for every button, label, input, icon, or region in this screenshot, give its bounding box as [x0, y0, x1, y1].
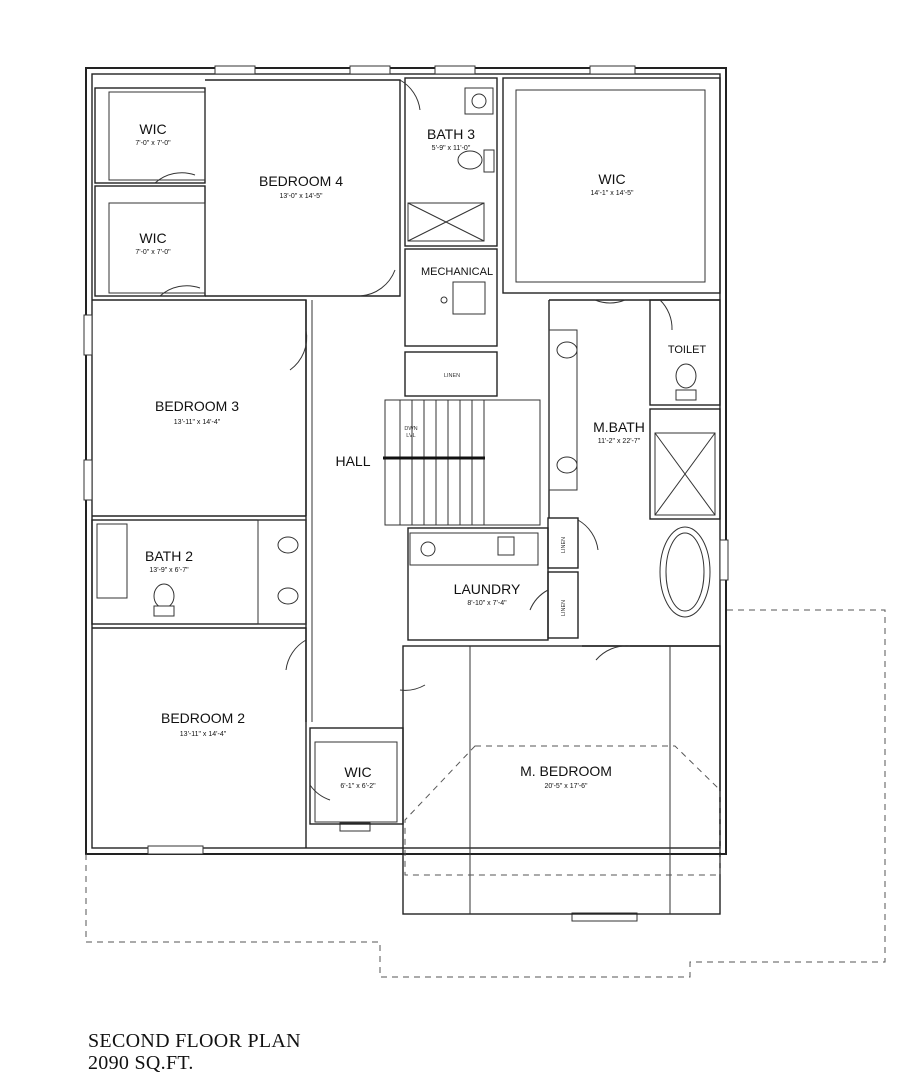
stair-treads	[399, 400, 485, 525]
room-dimensions: 13'-9" x 6'-7"	[149, 567, 189, 574]
room-dimensions: 13'-11" x 14'-4"	[174, 419, 221, 426]
room-wic-master: WIC 14'-1" x 14'-5"	[590, 171, 634, 197]
stair-down-label: DWN	[404, 426, 417, 432]
room-bedroom-4: BEDROOM 4 13'-0" x 14'-5"	[259, 173, 343, 200]
room-dimensions: 5'-9" x 11'-0"	[432, 145, 471, 152]
room-toilet: TOILET	[668, 344, 707, 356]
room-bedroom-3: BEDROOM 3 13'-11" x 14'-4"	[155, 398, 239, 426]
room-name: BEDROOM 3	[155, 398, 239, 414]
linen-label: LINEN	[561, 537, 567, 553]
room-name: WIC	[139, 121, 166, 137]
room-master-bedroom: M. BEDROOM 20'-5" x 17'-6"	[520, 763, 612, 790]
plan-area: 2090 SQ.FT.	[88, 1052, 194, 1074]
room-dimensions: 8'-10" x 7'-4"	[467, 600, 507, 607]
room-dimensions: 11'-2" x 22'-7"	[598, 438, 641, 445]
linen-label: LINEN	[561, 600, 567, 616]
room-name: M.BATH	[593, 419, 645, 435]
room-wic-1: WIC 7'-0" x 7'-0"	[135, 121, 171, 147]
room-name: M. BEDROOM	[520, 763, 612, 779]
floor-plan-drawing: WIC 7'-0" x 7'-0" WIC 7'-0" x 7'-0" BEDR…	[83, 65, 886, 978]
room-master-bath: M.BATH 11'-2" x 22'-7"	[593, 419, 645, 445]
room-dimensions: 7'-0" x 7'-0"	[135, 249, 171, 256]
room-dimensions: 7'-0" x 7'-0"	[135, 140, 171, 147]
room-name: LAUNDRY	[454, 581, 521, 597]
room-mechanical: MECHANICAL	[421, 266, 493, 278]
linen-label: LINEN	[444, 373, 460, 379]
plumbing-fixtures	[153, 87, 697, 617]
room-dimensions: 13'-0" x 14'-5"	[279, 193, 323, 200]
room-hall: HALL	[335, 453, 370, 469]
room-name: MECHANICAL	[421, 266, 493, 278]
room-name: WIC	[344, 764, 371, 780]
room-dimensions: 6'-1" x 6'-2"	[340, 783, 376, 790]
room-wic-2: WIC 7'-0" x 7'-0"	[135, 230, 171, 256]
room-name: WIC	[598, 171, 625, 187]
room-name: BEDROOM 2	[161, 710, 245, 726]
room-name: BATH 2	[145, 548, 193, 564]
stair-level-label: LVL	[406, 433, 415, 439]
room-name: WIC	[139, 230, 166, 246]
room-name: HALL	[335, 453, 370, 469]
roof-outline	[85, 609, 886, 978]
room-bedroom-2: BEDROOM 2 13'-11" x 14'-4"	[161, 710, 245, 738]
room-bath-3: BATH 3 5'-9" x 11'-0"	[427, 126, 475, 152]
plan-title: SECOND FLOOR PLAN	[88, 1030, 301, 1052]
room-name: BEDROOM 4	[259, 173, 343, 189]
plan-caption: SECOND FLOOR PLAN 2090 SQ.FT.	[88, 1030, 301, 1074]
room-name: BATH 3	[427, 126, 475, 142]
room-dimensions: 13'-11" x 14'-4"	[180, 731, 227, 738]
room-name: TOILET	[668, 344, 707, 356]
room-laundry: LAUNDRY 8'-10" x 7'-4"	[454, 581, 521, 607]
room-dimensions: 14'-1" x 14'-5"	[590, 190, 634, 197]
windows	[83, 65, 729, 922]
room-wic-3: WIC 6'-1" x 6'-2"	[340, 764, 376, 790]
room-bath-2: BATH 2 13'-9" x 6'-7"	[145, 548, 193, 574]
interior-walls	[91, 77, 721, 915]
room-dimensions: 20'-5" x 17'-6"	[544, 783, 588, 790]
